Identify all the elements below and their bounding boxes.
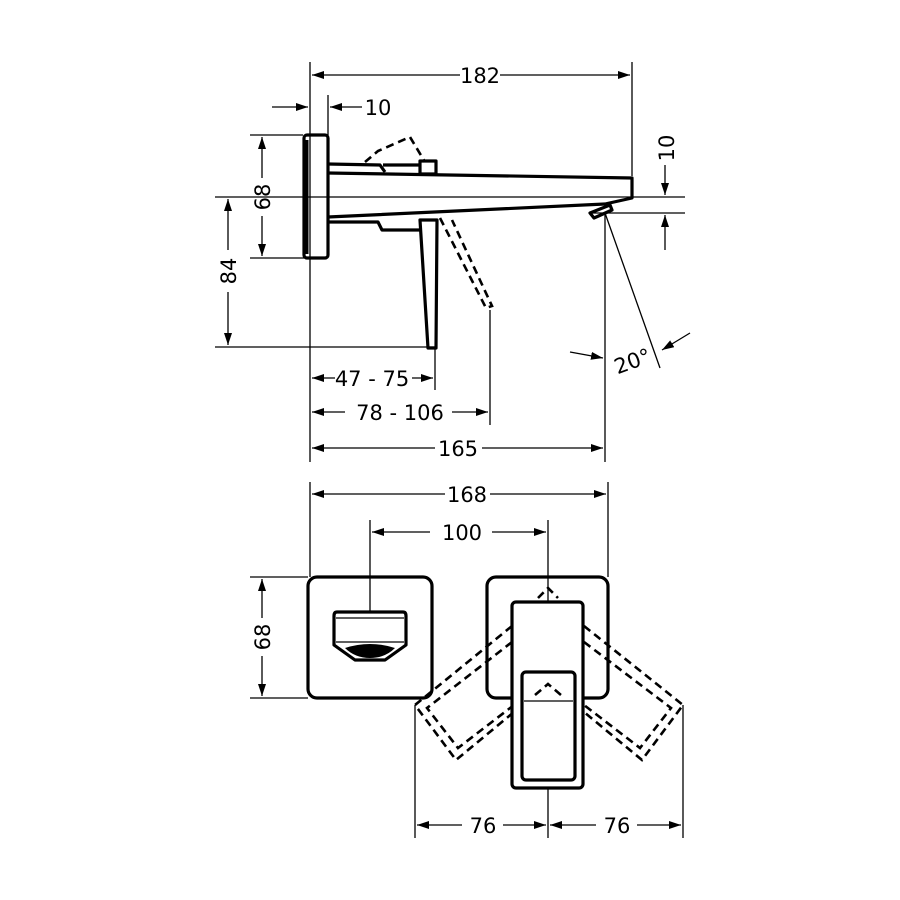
spout-plate bbox=[306, 575, 434, 700]
dim-165: 165 bbox=[438, 437, 478, 461]
lever-swing-right bbox=[583, 624, 685, 762]
lever-open-position bbox=[438, 217, 494, 310]
dim-182: 182 bbox=[460, 64, 500, 88]
dim-78-106: 78 - 106 bbox=[356, 401, 444, 425]
lever-grip bbox=[520, 670, 577, 782]
dim-76-left: 76 bbox=[470, 814, 497, 838]
mixer-lever bbox=[510, 600, 585, 790]
dim-angle: 20° bbox=[611, 344, 654, 379]
dim-68-front: 68 bbox=[251, 624, 275, 651]
dim-68-side: 68 bbox=[251, 184, 275, 211]
lever-swing-left bbox=[413, 624, 515, 762]
dim-76-right: 76 bbox=[604, 814, 631, 838]
dim-10-outlet: 10 bbox=[655, 135, 679, 162]
dim-84: 84 bbox=[217, 258, 241, 285]
dim-100: 100 bbox=[442, 521, 482, 545]
spout-outlet bbox=[332, 610, 408, 662]
lever bbox=[418, 218, 439, 350]
lever-top-position bbox=[364, 135, 427, 163]
dim-10-plate: 10 bbox=[365, 96, 392, 120]
aerator bbox=[588, 203, 614, 220]
side-view: 182 10 68 84 10 20° 47 - 75 78 - 106 165 bbox=[215, 62, 691, 462]
spout bbox=[327, 171, 634, 219]
dim-168: 168 bbox=[447, 483, 487, 507]
front-view: 168 100 68 76 76 bbox=[250, 482, 685, 838]
dim-47-75: 47 - 75 bbox=[335, 367, 409, 391]
